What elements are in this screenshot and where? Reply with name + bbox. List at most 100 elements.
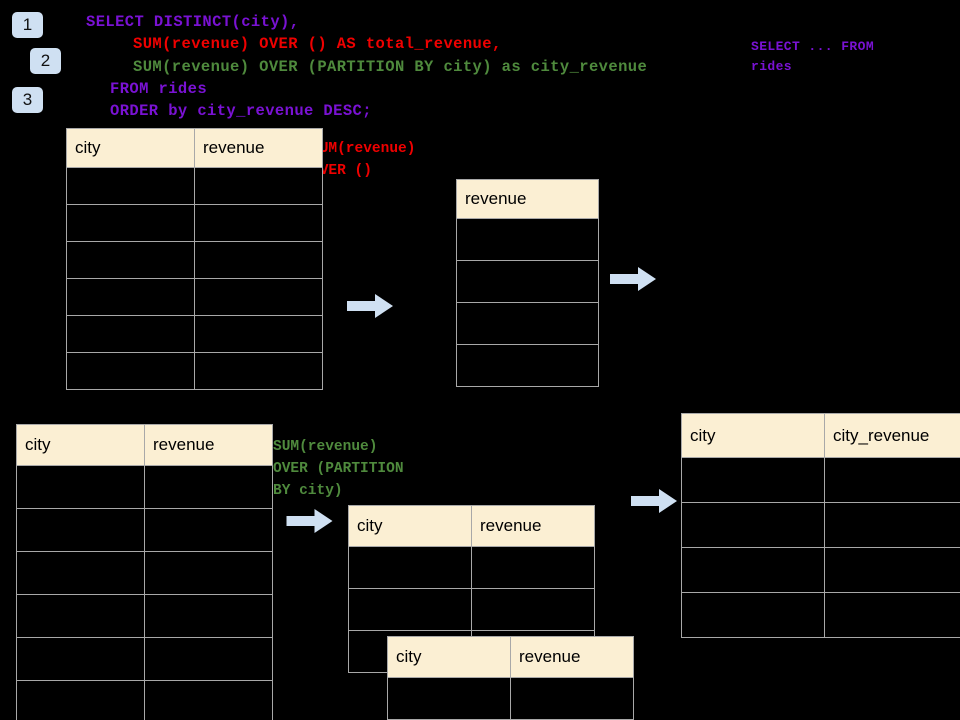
step-badge-2: 2 [30,48,61,74]
column-header-city: city [387,636,511,678]
arrow-source-to-partition [286,508,333,534]
column-header-city: city [348,505,472,547]
table-row [348,546,595,589]
table-cell [194,278,323,316]
table-total-revenue: revenue [456,179,599,387]
column-header-city: city [681,413,825,458]
table-cell [194,315,323,353]
table-cell [681,457,825,503]
step-badge-1: 1 [12,12,43,38]
table-cell [824,502,960,548]
table-cell [16,465,145,509]
table-row [16,594,273,638]
table-cell [471,546,595,589]
column-header-city: city [16,424,145,466]
arrow-right-icon [610,267,656,291]
table-cell [144,465,273,509]
sum-over-empty-annotation: SUM(revenue) OVER () [311,141,416,179]
table-cell [681,592,825,638]
table-row [66,241,323,279]
sql-line-5: ORDER by city_revenue DESC; [110,102,372,120]
table-cell [681,547,825,593]
table-cell [144,594,273,638]
arrow-partition-to-result [630,488,678,514]
table-row [681,547,960,593]
table-cell [66,241,195,279]
sql-side-note-line-1: SELECT ... FROM [751,39,875,54]
table-row [16,551,273,595]
table-cell [456,218,599,261]
table-cell [16,637,145,681]
table-cell [456,302,599,345]
column-header-revenue: revenue [144,424,273,466]
table-row [456,218,599,261]
table-cell [681,502,825,548]
sql-line-2: SUM(revenue) OVER () AS total_revenue, [133,35,502,53]
table-row [16,465,273,509]
table-row [66,315,323,353]
table-row [66,167,323,205]
arrow-right-icon [347,294,393,318]
table-row [456,302,599,345]
table-cell [824,592,960,638]
table-cell [66,278,195,316]
table-row [66,204,323,242]
table-row [387,677,634,720]
table-cell [194,241,323,279]
table-cell [456,260,599,303]
sql-side-note-line-2: rides [751,59,793,74]
table-cell [471,588,595,631]
column-header-revenue: revenue [194,128,323,168]
table-cell [510,677,634,720]
table-cell [824,547,960,593]
table-cell [66,315,195,353]
table-cell [16,680,145,720]
table-row [681,457,960,503]
table-cell [144,680,273,720]
table-row [66,352,323,390]
table-cell [194,352,323,390]
table-cell [66,204,195,242]
arrow-right-icon [631,489,677,513]
column-header-city-revenue: city_revenue [824,413,960,458]
table-row [681,502,960,548]
table-cell [194,167,323,205]
sql-line-4: FROM rides [110,80,208,98]
table-row [456,344,599,387]
table-cell [144,508,273,552]
column-header-city: city [66,128,195,168]
table-row [16,680,273,720]
table-row [16,637,273,681]
table-cell [824,457,960,503]
table-cell [66,352,195,390]
step-badge-3: 3 [12,87,43,113]
sql-line-3: SUM(revenue) OVER (PARTITION BY city) as… [133,58,648,76]
sum-over-partition-annotation: SUM(revenue) OVER (PARTITION BY city) [273,439,404,499]
column-header-revenue: revenue [510,636,634,678]
sql-side-note: SELECT ... FROM rides [751,37,874,77]
column-header-revenue: revenue [456,179,599,219]
arrow-source-to-total [347,293,393,319]
table-cell [16,508,145,552]
table-cell [144,551,273,595]
table-row [16,508,273,552]
table-cell [348,546,472,589]
arrow-right-icon [286,509,333,533]
column-header-revenue: revenue [471,505,595,547]
table-header-row: revenue [456,179,599,219]
sql-line-1: SELECT DISTINCT(city), [86,13,300,31]
table-cell [387,677,511,720]
table-row [348,588,595,631]
arrow-total-to-result [610,266,656,292]
table-cell [456,344,599,387]
table-row [66,278,323,316]
table-cell [194,204,323,242]
